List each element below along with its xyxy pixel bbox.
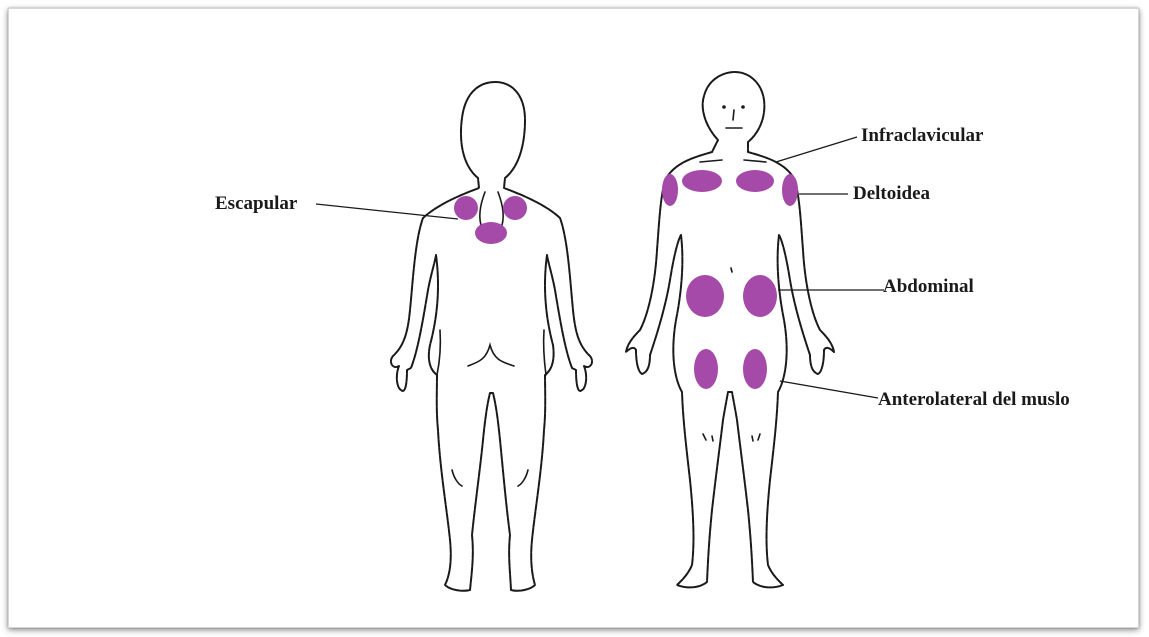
right-eye: [741, 105, 745, 109]
clavicle-right: [744, 160, 766, 162]
label-deltoidea: Deltoidea: [853, 183, 931, 204]
front-figure-outline: [626, 72, 834, 587]
escapular-site-right: [503, 196, 527, 220]
infraclavicular-leader: [776, 137, 857, 162]
navel: [731, 268, 732, 272]
spine-right-line: [498, 192, 503, 228]
muslo-leader: [780, 381, 878, 398]
infraclavicular-site-left: [682, 170, 722, 192]
left-eye: [722, 105, 726, 109]
knee-left-mark: [703, 434, 713, 441]
nose: [733, 110, 734, 120]
waist-right-line: [544, 330, 546, 375]
knee-back-right: [518, 470, 528, 486]
muslo-site-right: [743, 349, 767, 389]
label-muslo: Anterolateral del muslo: [878, 389, 1070, 410]
deltoidea-site-right: [782, 174, 798, 206]
infraclavicular-site-right: [736, 170, 774, 192]
escapular-site-left: [454, 196, 478, 220]
deltoidea-site-left: [662, 174, 678, 206]
escapular-leader: [316, 204, 458, 219]
escapular-site-lower: [475, 222, 507, 244]
label-escapular: Escapular: [215, 193, 298, 214]
muslo-site-left: [694, 349, 718, 389]
knee-back-left: [452, 470, 462, 486]
back-view-figure: [391, 82, 592, 591]
label-infraclavicular: Infraclavicular: [861, 125, 984, 146]
waist-left-line: [437, 330, 440, 375]
label-abdominal: Abdominal: [883, 276, 974, 297]
knee-right-mark: [752, 434, 760, 441]
front-view-figure: [626, 72, 834, 587]
abdominal-site-right: [743, 275, 777, 317]
clavicle-left: [700, 160, 722, 162]
spine-left-line: [480, 192, 485, 228]
abdominal-site-left: [686, 275, 724, 317]
back-figure-outline: [391, 82, 592, 591]
buttocks-line: [468, 345, 514, 366]
